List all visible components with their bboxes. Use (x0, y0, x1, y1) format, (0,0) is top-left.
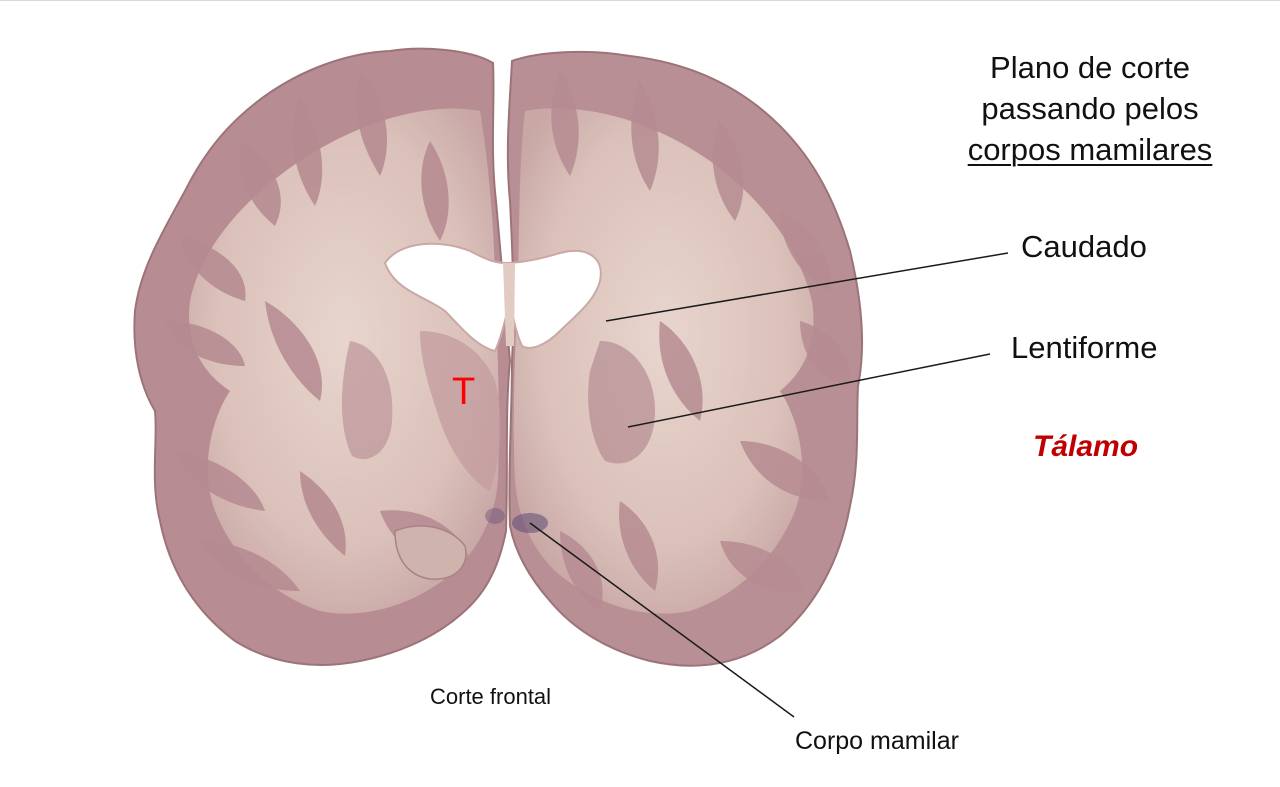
title-line-2: passando pelos (981, 91, 1199, 126)
lentiforme-leader-line (627, 353, 991, 428)
corpo-mamilar-leader-line (529, 522, 795, 718)
title-line-1: Plano de corte (990, 50, 1190, 85)
title-line-3: corpos mamilares (967, 132, 1213, 167)
label-corpo-mamilar: Corpo mamilar (795, 727, 959, 755)
label-lentiforme: Lentiforme (1011, 330, 1158, 365)
lateral-ventricles (383, 242, 602, 353)
lentiform-region (588, 341, 655, 464)
thalamus-marker-t: T (452, 371, 476, 413)
slide-title: Plano de corte passando pelos corpos mam… (940, 47, 1240, 170)
thalamus-region (420, 331, 501, 491)
label-corte-frontal: Corte frontal (430, 684, 552, 709)
label-caudado: Caudado (1021, 229, 1147, 264)
caudado-leader-line (605, 252, 1009, 322)
label-talamo: Tálamo (1033, 430, 1139, 463)
